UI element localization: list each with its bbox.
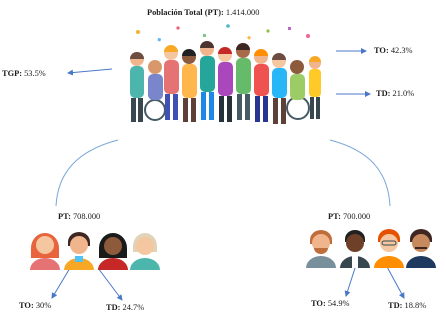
td-total-label: TD: 21.0% — [376, 89, 415, 98]
td-total-key: TD: — [376, 89, 391, 98]
left-group-pt-value: 708.000 — [72, 212, 101, 221]
arrow-tgp — [67, 68, 113, 76]
arrow-right-td — [385, 264, 405, 299]
right-group-pt-value: 700.000 — [342, 212, 371, 221]
right-group-td-value: 18.8% — [404, 301, 427, 310]
woman-avatar-3 — [98, 233, 128, 270]
right-group-to-label: TO: 54.9% — [311, 299, 350, 308]
tgp-key: TGP: — [2, 69, 23, 78]
left-group-to-value: 30% — [35, 301, 52, 310]
left-group-to-key: TO: — [19, 301, 34, 310]
man-avatar-1 — [306, 230, 336, 268]
link-left-group — [55, 139, 119, 207]
right-group-td-label: TD: 18.8% — [388, 301, 427, 310]
woman-avatar-4 — [130, 233, 160, 270]
man-avatar-3 — [374, 229, 404, 268]
right-group-people — [306, 229, 436, 268]
left-group-pt-label: PT: 708.000 — [58, 212, 101, 221]
crowd-illustration — [130, 24, 321, 124]
right-group-td-key: TD: — [388, 301, 403, 310]
arrow-left-td — [97, 267, 123, 301]
right-group-to-value: 54.9% — [327, 299, 350, 308]
crowd-people — [130, 41, 321, 124]
to-total-value: 42.3% — [390, 46, 413, 55]
left-group-td-value: 24.7% — [122, 303, 145, 312]
right-group-to-key: TO: — [311, 299, 326, 308]
arrow-right-to — [344, 264, 357, 297]
right-group-pt-key: PT: — [328, 212, 341, 221]
to-total-key: TO: — [374, 46, 389, 55]
left-group-td-label: TD: 24.7% — [106, 303, 145, 312]
left-group-td-key: TD: — [106, 303, 121, 312]
man-avatar-4 — [406, 229, 436, 268]
confetti — [136, 24, 310, 42]
woman-avatar-1 — [30, 233, 60, 270]
link-right-group — [329, 139, 391, 207]
left-group-pt-key: PT: — [58, 212, 71, 221]
arrow-left-to — [51, 267, 71, 299]
total-population-value: 1.414.000 — [225, 8, 260, 17]
right-group-pt-label: PT: 700.000 — [328, 212, 371, 221]
tgp-label: TGP: 53.5% — [2, 69, 46, 78]
tgp-value: 53.5% — [24, 69, 46, 78]
td-total-value: 21.0% — [392, 89, 415, 98]
left-group-people — [30, 232, 160, 270]
left-group-to-label: TO: 30% — [19, 301, 52, 310]
man-avatar-2 — [340, 230, 370, 268]
to-total-label: TO: 42.3% — [374, 46, 413, 55]
total-population-key: Población Total (PT): — [147, 8, 224, 17]
total-population-label: Población Total (PT): 1.414.000 — [147, 8, 260, 17]
woman-avatar-2 — [64, 232, 94, 270]
